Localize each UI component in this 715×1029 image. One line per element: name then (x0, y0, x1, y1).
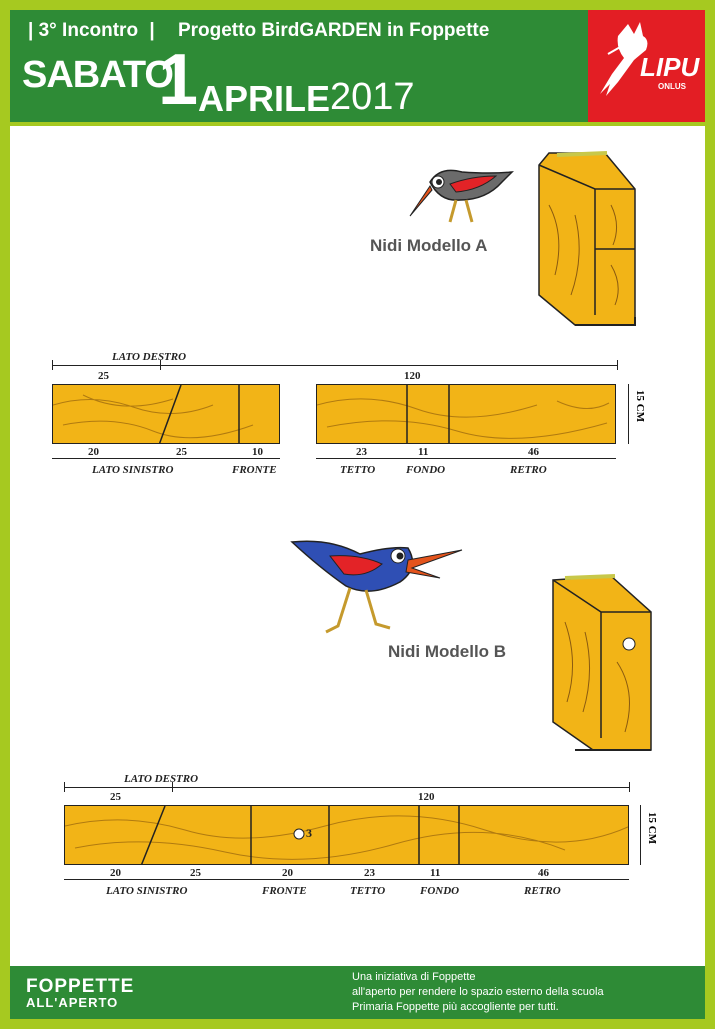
model-a-height-label: 15 CM (634, 390, 646, 423)
model-b-tetto: TETTO (350, 885, 386, 897)
project-title: Progetto BirdGARDEN in Foppette (177, 20, 490, 41)
footer-brand-sub: ALL'APERTO (26, 995, 119, 1010)
model-a-plank-right (316, 384, 616, 444)
model-b-top-num-total: 120 (418, 791, 435, 803)
footer-text: Una iniziativa di Foppette all'aperto pe… (352, 971, 604, 1013)
month: APRILE (198, 78, 331, 119)
logo-sub: ONLUS (658, 82, 686, 91)
footer-banner: FOPPETTE ALL'APERTO Una iniziativa di Fo… (10, 966, 705, 1019)
model-a-total-dimline (52, 365, 617, 366)
model-b-lato-sinistro: LATO SINISTRO (106, 885, 188, 897)
model-b-hole-label: 3 (306, 826, 312, 840)
hoopoe-icon (600, 22, 648, 96)
model-a-tetto: TETTO (340, 464, 376, 476)
model-a-top-num-total: 120 (404, 370, 421, 382)
model-a-lato-sinistro: LATO SINISTRO (92, 464, 174, 476)
model-b-retro: RETRO (524, 885, 561, 897)
bird-a-illustration (409, 169, 514, 223)
nest-box-b-illustration (552, 574, 652, 751)
model-a-plank-left (52, 384, 280, 444)
lipu-logo: LIPU ONLUS (588, 10, 705, 122)
model-b-top-label: LATO DESTRO (124, 773, 199, 785)
year: 2017 (330, 76, 415, 118)
bird-b-illustration (290, 540, 463, 634)
nest-box-a-illustration (538, 151, 636, 326)
model-b-plank (64, 805, 629, 865)
model-a-top-num-left: 25 (98, 370, 109, 382)
model-b-top-num-left: 25 (110, 791, 121, 803)
model-a-fondo: FONDO (406, 464, 446, 476)
model-b-height-label: 15 CM (646, 812, 658, 845)
footer-brand: FOPPETTE (26, 976, 135, 997)
incontro-label: 3° Incontro (38, 20, 139, 41)
model-a-fronte: FRONTE (232, 464, 277, 476)
model-a-top-label: LATO DESTRO (112, 351, 187, 363)
day-number: 1 (158, 40, 199, 120)
header-line: | 3° Incontro | Progetto BirdGARDEN in F… (28, 20, 490, 41)
model-a-retro: RETRO (510, 464, 547, 476)
header-rule (10, 122, 705, 126)
logo-name: LIPU (640, 52, 700, 82)
model-b-fondo: FONDO (420, 885, 460, 897)
model-a-label: Nidi Modello A (370, 236, 488, 255)
model-b-fronte: FRONTE (262, 885, 307, 897)
weekday: SABATO (22, 54, 174, 96)
model-b-label: Nidi Modello B (388, 642, 507, 661)
header-banner: | 3° Incontro | Progetto BirdGARDEN in F… (10, 10, 588, 122)
